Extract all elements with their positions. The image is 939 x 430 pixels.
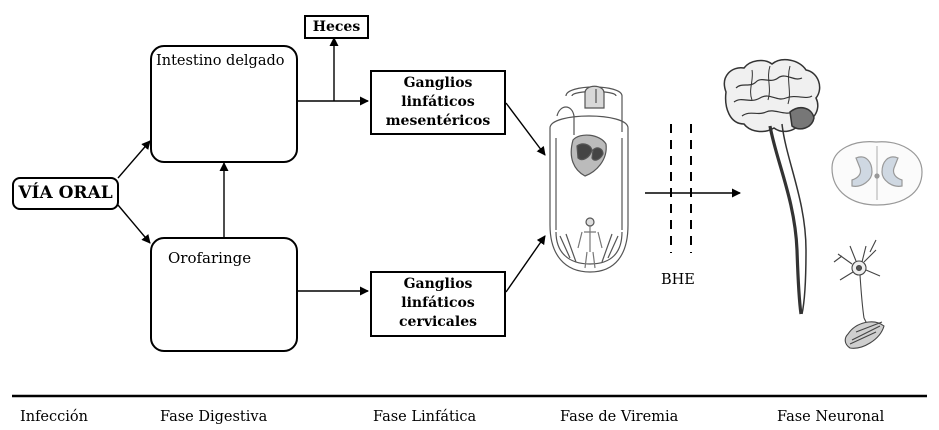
orofaringe-box: Orofaringe	[150, 237, 298, 352]
orofaringe-label: Orofaringe	[168, 249, 251, 267]
ganglios-cervicales-line-2: linfáticos	[372, 294, 504, 313]
heces-box: Heces	[304, 15, 369, 39]
ganglios-cervicales-line-3: cervicales	[372, 313, 504, 332]
phase-digestiva: Fase Digestiva	[160, 409, 267, 425]
spinal-cross-section-icon	[832, 142, 922, 205]
ganglios-cervicales-box: Ganglios linfáticos cervicales	[370, 271, 506, 337]
circulatory-system-icon	[550, 86, 628, 272]
arrow-oral-to-orofaringe	[118, 205, 150, 243]
arrow-cervicales-to-circulation	[506, 236, 545, 292]
ganglios-mesentericos-box: Ganglios linfáticos mesentéricos	[370, 70, 506, 135]
ganglios-mesentericos-line-2: linfáticos	[372, 93, 504, 112]
via-oral-box: VÍA ORAL	[12, 177, 119, 210]
phase-linfatica: Fase Linfática	[373, 409, 476, 425]
arrow-mesentericos-to-circulation	[506, 103, 545, 155]
phase-viremia: Fase de Viremia	[560, 409, 678, 425]
arrow-oral-to-intestine	[118, 141, 150, 178]
ganglios-mesentericos-line-3: mesentéricos	[372, 112, 504, 131]
ganglios-cervicales-line-1: Ganglios	[372, 275, 504, 294]
ganglios-mesentericos-line-1: Ganglios	[372, 74, 504, 93]
phase-neuronal: Fase Neuronal	[777, 409, 884, 425]
bhe-label: BHE	[661, 272, 695, 288]
intestine-label: Intestino delgado	[156, 53, 285, 69]
brain-spinal-cord-icon	[724, 60, 819, 314]
motor-neuron-muscle-icon	[834, 240, 884, 348]
phase-infeccion: Infección	[20, 409, 88, 425]
intestine-box: Intestino delgado	[150, 45, 298, 163]
